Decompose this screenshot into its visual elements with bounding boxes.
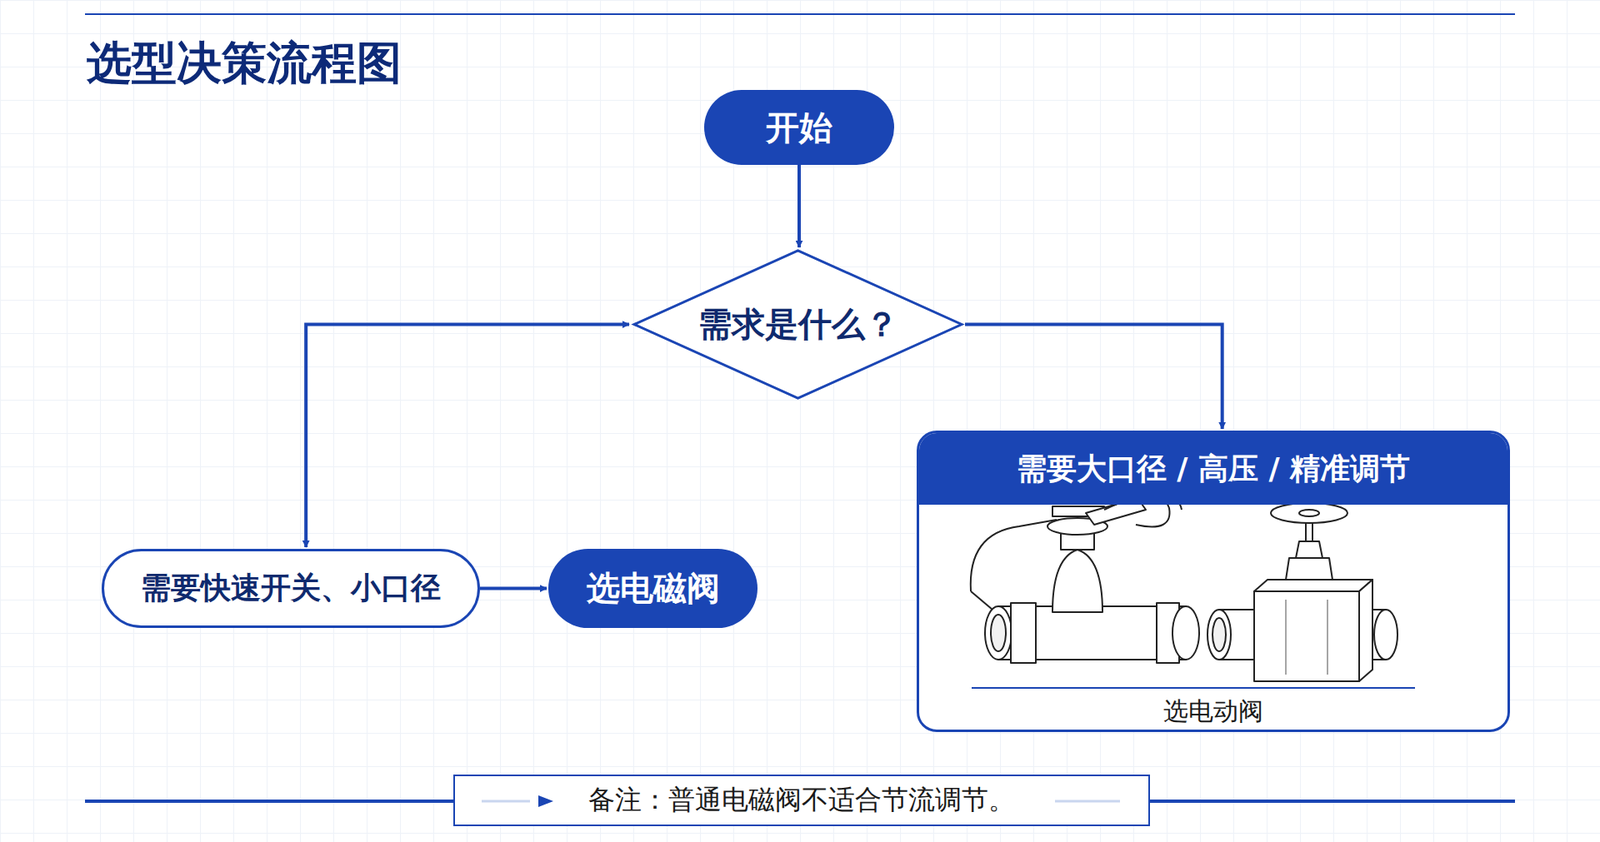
note-rule [1055,793,1122,810]
flow-arrow [797,165,801,248]
flow-arrow [965,325,1223,430]
node-label: 备注：普通电磁阀不适合节流调节。 [588,782,1015,820]
decision-diamond: 需求是什么？ [630,249,965,400]
result-terminal: 选电磁阀 [548,549,758,629]
panel-heading: 需要大口径 / 高压 / 精准调节 [919,433,1508,505]
top-rule [85,13,1515,15]
result-panel: 需要大口径 / 高压 / 精准调节选电动阀 [916,430,1510,733]
node-label: 需要快速开关、小口径 [140,568,441,610]
panel-caption: 选电动阀 [919,695,1508,730]
flow-arrow [480,587,547,591]
node-label: 开始 [765,105,833,151]
node-label: 需求是什么？ [698,301,899,348]
flow-arrow [305,325,630,549]
node-label: 选电磁阀 [586,565,720,612]
diagram-title: 选型决策流程图 [86,33,402,95]
condition-box: 需要快速开关、小口径 [101,549,480,629]
start-terminal: 开始 [704,90,895,165]
note-arrow [481,793,557,810]
note-box: 备注：普通电磁阀不适合节流调节。 [453,775,1150,827]
